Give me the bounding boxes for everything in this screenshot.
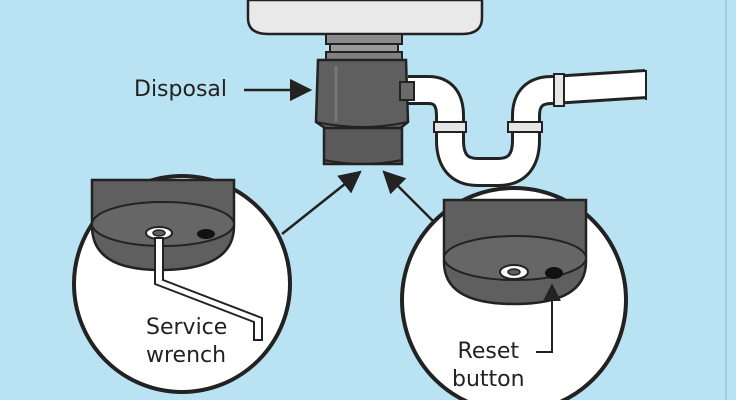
sink-basin	[246, 0, 484, 36]
disposal-unit	[314, 58, 415, 166]
reset-button-label: Reset button	[452, 338, 525, 394]
service-wrench-detail-circle	[72, 174, 292, 394]
service-wrench-label-line2: wrench	[146, 343, 227, 368]
reset-button-detail-circle	[400, 186, 628, 400]
reset-button-label-line2: button	[452, 367, 525, 392]
service-wrench-label-line1: Service	[146, 315, 228, 340]
reset-callout-arrow	[382, 170, 435, 223]
service-wrench-label: Service wrench	[146, 314, 227, 370]
disposal-label: Disposal	[134, 77, 227, 102]
wrench-callout-arrow	[281, 170, 362, 235]
sink-flange	[325, 33, 403, 61]
drain-trap-pipe	[408, 69, 647, 187]
reset-button-label-line1: Reset	[457, 339, 520, 364]
